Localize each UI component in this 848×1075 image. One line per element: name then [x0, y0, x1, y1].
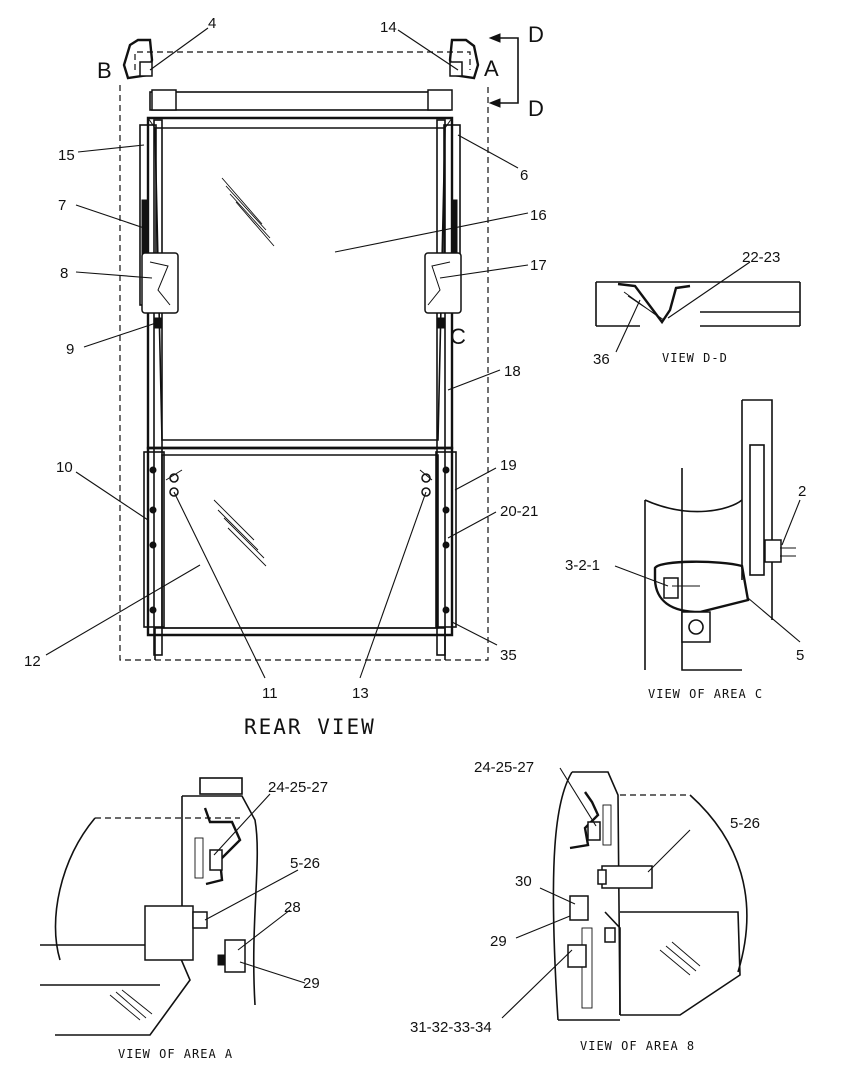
- view-area-c: [614, 399, 801, 671]
- callout-5: 5: [796, 647, 804, 664]
- callout-13: 13: [352, 685, 369, 702]
- section-letter-a: A: [484, 56, 499, 81]
- rear-view-title: REAR VIEW: [244, 715, 376, 739]
- lower-window-frame: [146, 446, 454, 637]
- callout-12: 12: [24, 653, 41, 670]
- callout-a-5-26: 5-26: [290, 855, 320, 872]
- callout-6: 6: [520, 167, 528, 184]
- callout-3-2-1: 3-2-1: [565, 557, 600, 574]
- callout-a-24-25-27: 24-25-27: [268, 779, 328, 796]
- view-area-b-title: VIEW OF AREA 8: [580, 1039, 695, 1053]
- callout-2: 2: [798, 483, 806, 500]
- callout-11: 11: [262, 685, 278, 702]
- callout-19: 19: [500, 457, 517, 474]
- view-dd: [595, 261, 801, 353]
- callout-36: 36: [593, 351, 610, 368]
- view-dd-title: VIEW D-D: [662, 351, 728, 365]
- callout-a-28: 28: [284, 899, 301, 916]
- section-letter-c: C: [450, 324, 466, 349]
- callout-b-29: 29: [490, 933, 507, 950]
- upper-window-frame: [146, 116, 454, 450]
- rear-view: [45, 27, 529, 679]
- callout-17: 17: [530, 257, 547, 274]
- view-area-b: [501, 767, 748, 1021]
- section-letter-d-top: D: [528, 22, 544, 47]
- view-area-a-title: VIEW OF AREA A: [118, 1047, 233, 1061]
- view-area-c-title: VIEW OF AREA C: [648, 687, 763, 701]
- callout-35: 35: [500, 647, 517, 664]
- callout-b-31-32-33-34: 31-32-33-34: [410, 1019, 492, 1036]
- callout-15: 15: [58, 147, 75, 164]
- view-area-a: [40, 777, 306, 1036]
- callout-8: 8: [60, 265, 68, 282]
- callout-20-21: 20-21: [500, 503, 538, 520]
- callout-16: 16: [530, 207, 547, 224]
- section-letter-d-bottom: D: [528, 96, 544, 121]
- callout-9: 9: [66, 341, 74, 358]
- section-letter-b: B: [97, 58, 112, 83]
- callout-a-29: 29: [303, 975, 320, 992]
- callout-b-24-25-27: 24-25-27: [474, 759, 534, 776]
- callout-10: 10: [56, 459, 73, 476]
- callout-b-30: 30: [515, 873, 532, 890]
- callout-7: 7: [58, 197, 66, 214]
- callout-b-5-26: 5-26: [730, 815, 760, 832]
- callout-18: 18: [504, 363, 521, 380]
- callout-4: 4: [208, 15, 216, 32]
- callout-14: 14: [380, 19, 397, 36]
- callout-22-23: 22-23: [742, 249, 780, 266]
